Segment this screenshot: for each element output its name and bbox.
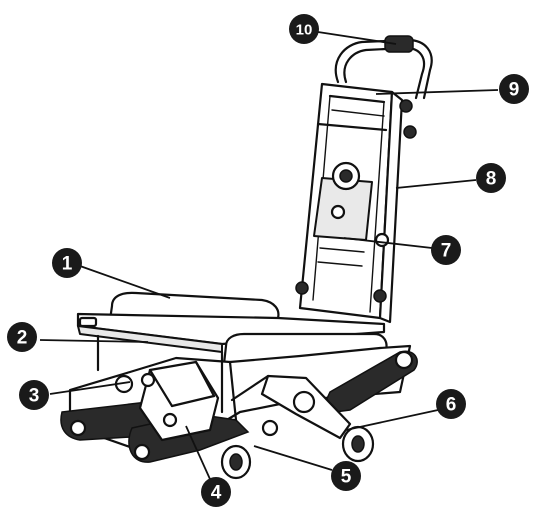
leader-9 [375, 89, 499, 95]
leader-4 [185, 425, 215, 489]
callout-badges: 1 2 3 4 5 6 7 8 [7, 14, 529, 507]
backrest-frame [295, 82, 417, 324]
callout-2: 2 [7, 322, 37, 352]
callout-number: 10 [296, 22, 313, 39]
callout-number: 2 [17, 328, 28, 349]
callout-8: 8 [476, 163, 506, 193]
leader-3 [49, 381, 131, 395]
callout-3: 3 [19, 380, 49, 410]
leader-1 [79, 265, 171, 299]
push-handle [334, 35, 433, 100]
callout-number: 3 [29, 386, 40, 407]
callout-4: 4 [201, 477, 231, 507]
handle-grip [384, 35, 414, 53]
callout-number: 6 [446, 395, 457, 416]
callout-9: 9 [499, 74, 529, 104]
callout-number: 9 [509, 80, 520, 101]
tread-right [318, 350, 418, 415]
leader-7 [343, 237, 433, 249]
callout-7: 7 [431, 235, 461, 265]
knob-icon [373, 289, 387, 303]
leader-8 [395, 179, 477, 189]
knob-icon [403, 125, 417, 139]
callout-number: 4 [211, 483, 222, 504]
callout-1: 1 [52, 248, 82, 278]
machine-illustration [60, 35, 433, 480]
callout-5: 5 [331, 461, 361, 491]
callout-6: 6 [436, 389, 466, 419]
callout-number: 8 [486, 169, 497, 190]
callout-10: 10 [289, 14, 319, 44]
knob-icon [295, 281, 309, 295]
leader-10 [317, 31, 397, 45]
leader-6 [345, 409, 439, 431]
callout-number: 7 [441, 241, 452, 262]
knob-icon [374, 232, 390, 248]
caster-arm [230, 374, 352, 440]
callout-number: 5 [341, 467, 352, 488]
leader-5 [253, 445, 333, 471]
caster-wheels [220, 419, 375, 480]
leader-lines [39, 31, 499, 489]
support-rollers [114, 372, 156, 394]
callout-number: 1 [62, 254, 73, 275]
leader-2 [39, 339, 149, 343]
knob-icon [399, 99, 413, 113]
